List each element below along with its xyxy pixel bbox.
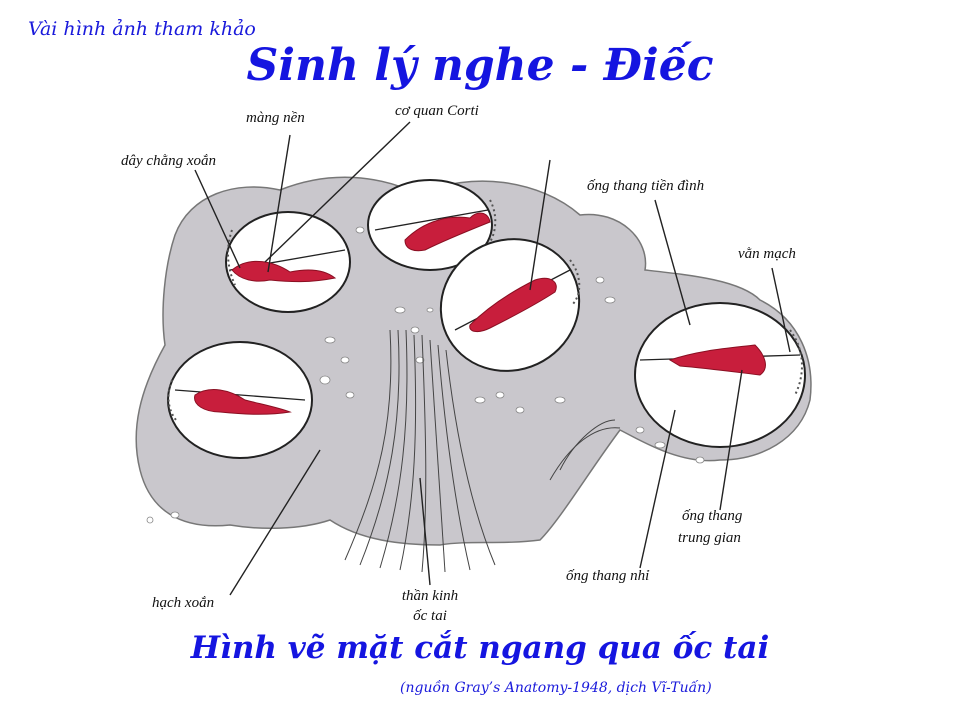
stria-vascularis	[167, 199, 803, 421]
turn-upper-left	[225, 211, 351, 313]
label-basilar-membrane: màng nền	[246, 110, 305, 126]
bone-pores	[146, 212, 705, 524]
label-scala-tympani: ống thang nhỉ	[566, 568, 650, 584]
cochlear-nerve-fibers	[344, 329, 621, 573]
organ-of-corti	[194, 212, 766, 415]
label-spiral-ganglion: hạch xoắn	[152, 595, 215, 611]
label-spiral-ligament: dây chằng xoắn	[121, 153, 216, 169]
figure-source: (nguồn Gray’s Anatomy-1948, dịch Vĩ-Tuấn…	[400, 680, 712, 696]
label-cochlear-nerve-line2: ốc tai	[413, 608, 447, 624]
label-scala-media-line2: trung gian	[678, 530, 741, 546]
label-cochlear-nerve-line1: thần kinh	[401, 588, 459, 604]
label-scala-vestibuli: ống thang tiền đình	[587, 178, 705, 194]
label-scala-media-line1: ống thang	[682, 508, 743, 524]
turn-right	[634, 302, 806, 448]
cochlear-turns	[167, 179, 806, 459]
page-title: Sinh lý nghe - Điếc	[246, 40, 714, 91]
figure-caption: Hình vẽ mặt cắt ngang qua ốc tai	[190, 630, 770, 666]
header-text: Vài hình ảnh tham khảo	[28, 18, 256, 40]
leader-lines	[194, 121, 791, 596]
label-organ-of-corti: cơ quan Corti	[395, 103, 479, 119]
label-stria-vascularis: vằn mạch	[738, 246, 796, 262]
